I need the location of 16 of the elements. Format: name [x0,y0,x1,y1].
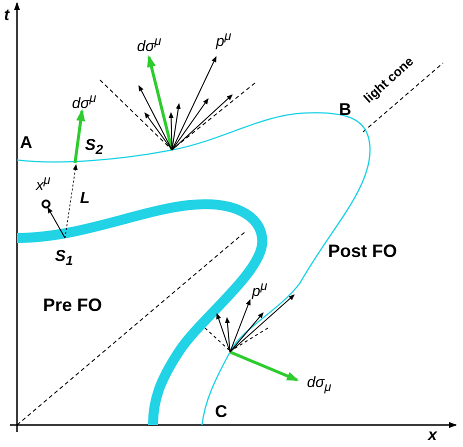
surface-label: S$_{2}$ [85,138,104,157]
region-label: Pre FO [43,296,102,314]
vector-label: p$^{μ}$ [252,280,268,299]
point-label: x$^{μ}$ [36,174,50,193]
segment-label: L [80,191,90,207]
axis-label: t [4,8,10,24]
surface-label: S$_{1}$ [55,249,74,268]
region-label: Post FO [328,242,398,260]
vector-label: p$^{μ}$ [216,30,232,49]
vector-label: dσ$^{μ}$ [72,92,96,111]
vector-label: dσ$^{μ}$ [137,35,162,54]
vector-label: dσ$_{μ}$ [307,375,332,394]
point-label: A [20,134,32,151]
point-label: B [339,101,352,118]
axis-label: x [428,428,437,444]
point-label: C [215,403,228,420]
